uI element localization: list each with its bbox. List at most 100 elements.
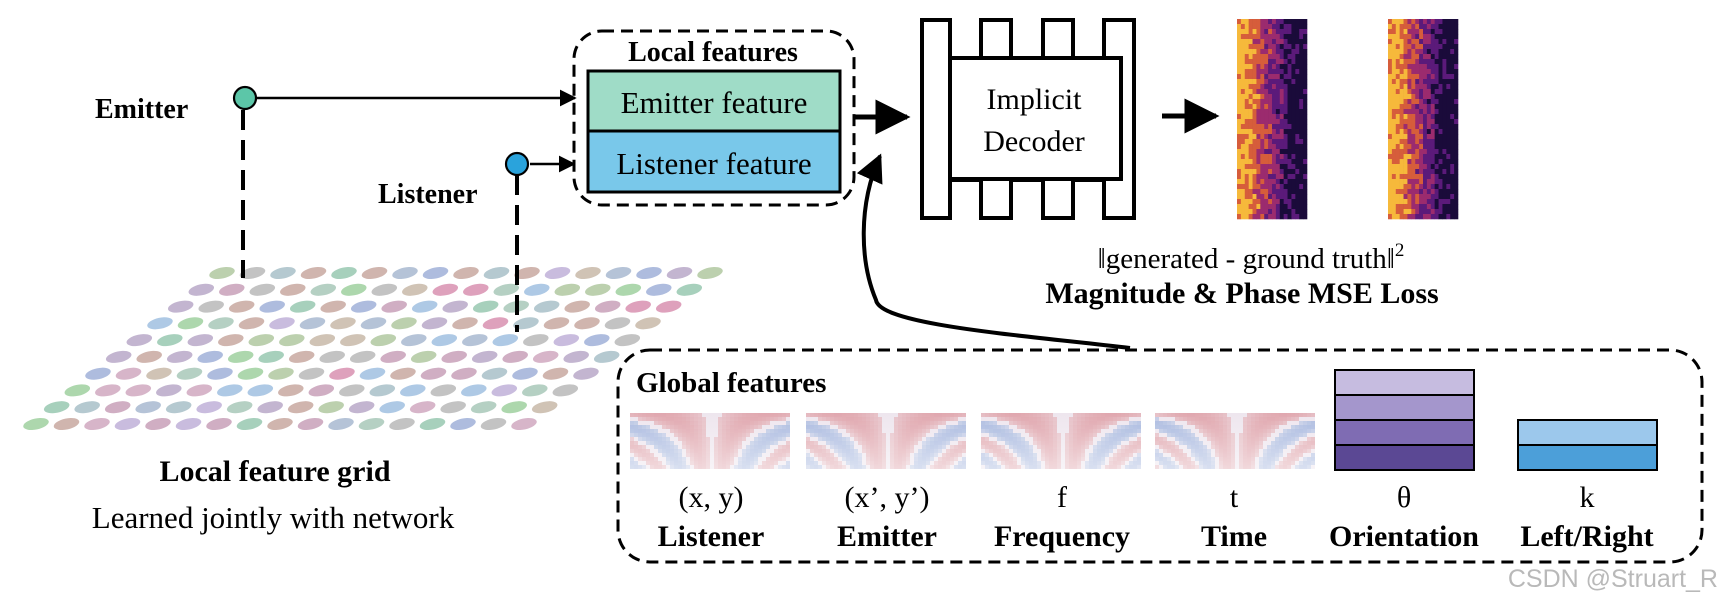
spectrogram-cell — [1275, 29, 1281, 35]
spectrogram-cell — [1399, 194, 1404, 200]
grid-feature-cell — [135, 401, 161, 414]
spectrogram-cell — [1252, 204, 1257, 210]
grid-feature-cell — [481, 367, 508, 380]
local-features-title: Local features — [628, 37, 798, 68]
spectrogram-cell — [1303, 189, 1308, 195]
spectrogram-cell — [1438, 179, 1443, 185]
spectrogram-cell — [1434, 169, 1439, 175]
spectrogram-cell — [1411, 69, 1416, 75]
spectrogram-cell — [1291, 74, 1296, 80]
grid-feature-cell — [269, 317, 295, 330]
spectrogram-cell — [1454, 139, 1459, 145]
spectrogram-cell — [1454, 184, 1459, 190]
spectrogram-cell — [1283, 54, 1288, 60]
spectrogram-cell — [1295, 184, 1300, 190]
spectrogram-cell — [1287, 179, 1292, 185]
grid-feature-cell — [544, 266, 571, 280]
spectrogram-cell — [1407, 89, 1412, 95]
spectrogram-cell — [1442, 209, 1447, 215]
spectrogram-cell — [1272, 64, 1277, 70]
spectrogram-cell — [1450, 49, 1455, 55]
spectrogram-cell — [1291, 54, 1296, 60]
spectrogram-cell — [1426, 174, 1432, 180]
spectrogram-cell — [1283, 199, 1288, 205]
spectrogram-cell — [1244, 204, 1249, 210]
spectrogram-cell — [1303, 194, 1308, 200]
spectrogram-cell — [1395, 144, 1400, 150]
spectrogram-cell — [1391, 149, 1397, 155]
global-feature-name: Orientation — [1329, 520, 1479, 553]
spectrogram-cell — [1434, 184, 1439, 190]
spectrogram-cell — [1434, 189, 1439, 195]
spectrogram-cell — [1252, 179, 1257, 185]
spectrogram-cell — [1419, 159, 1424, 165]
spectrogram-cell — [1268, 189, 1273, 195]
spectrogram-cell — [1295, 64, 1300, 70]
spectrogram-cell — [1291, 154, 1296, 160]
spectrogram-cell — [1407, 74, 1412, 80]
spectrogram-cell — [1407, 139, 1412, 145]
spectrogram-cell — [1388, 59, 1393, 65]
grid-feature-cell — [625, 300, 651, 313]
spectrogram-cell — [1446, 134, 1451, 140]
spectrogram-cell — [1391, 139, 1397, 145]
spectrogram-cell — [1237, 159, 1242, 165]
spectrogram-cell — [1391, 189, 1397, 195]
spectrogram-cell — [1256, 129, 1261, 135]
spectrogram-cell — [1240, 154, 1246, 160]
spectrogram-cell — [1403, 214, 1408, 220]
spectrogram-cell — [1446, 119, 1451, 125]
spectrogram-cell — [1395, 134, 1400, 140]
spectrogram-cell — [1442, 169, 1447, 175]
spectrogram-cell — [1303, 44, 1308, 50]
spectrogram-cell — [1391, 44, 1397, 50]
grid-feature-cell — [453, 266, 479, 280]
spectrogram-cell — [1252, 64, 1257, 70]
spectrogram-cell — [1446, 174, 1451, 180]
spectrogram-cell — [1403, 79, 1408, 85]
spectrogram-cell — [1407, 124, 1412, 130]
spectrogram-cell — [1450, 214, 1455, 220]
spectrogram-cell — [1446, 214, 1451, 220]
grid-feature-cell — [482, 317, 509, 330]
spectrogram-cell — [1279, 214, 1284, 220]
spectrogram-cell — [1248, 159, 1253, 165]
spectrogram-cell — [1450, 94, 1455, 100]
spectrogram-cell — [1442, 149, 1447, 155]
spectrogram-cell — [1295, 39, 1300, 45]
grid-feature-cell — [646, 283, 672, 296]
spectrogram-cell — [1299, 119, 1304, 125]
spectrogram-cell — [1450, 104, 1455, 110]
spectrogram-cell — [1442, 69, 1447, 75]
spectrogram-cell — [1450, 144, 1455, 150]
spectrogram-cell — [1399, 49, 1404, 55]
spectrogram-cell — [1240, 64, 1246, 70]
spectrogram-cell — [1268, 39, 1273, 45]
grid-feature-cell — [422, 266, 449, 280]
spectrogram-cell — [1399, 109, 1404, 115]
spectrogram-cell — [1423, 59, 1428, 65]
spectrogram-cell — [1295, 44, 1300, 50]
spectrogram-cell — [1264, 84, 1269, 90]
spectrogram-cell — [1430, 119, 1435, 125]
spectrogram-cell — [1260, 134, 1265, 140]
spectrogram-cell — [1430, 199, 1435, 205]
spectrogram-cell — [1407, 19, 1412, 25]
spectrogram-cell — [1399, 84, 1404, 90]
spectrogram-cell — [1446, 129, 1451, 135]
spectrogram-cell — [1275, 184, 1281, 190]
spectrogram-cell — [1291, 69, 1296, 75]
spectrogram-cell — [1268, 119, 1273, 125]
spectrogram-cell — [1454, 214, 1459, 220]
grid-feature-cell — [227, 350, 254, 363]
spectrogram-cell — [1419, 114, 1424, 120]
spectrogram-cell — [1291, 194, 1296, 200]
spectrogram-cell — [1407, 204, 1412, 210]
spectrogram-cell — [1244, 209, 1249, 215]
spectrogram-cell — [1272, 124, 1277, 130]
spectrogram-cell — [1237, 19, 1242, 25]
spectrogram-cell — [1407, 94, 1412, 100]
spectrogram-cell — [1434, 24, 1439, 30]
spectrogram-cell — [1434, 159, 1439, 165]
spectrogram-cell — [1252, 129, 1257, 135]
